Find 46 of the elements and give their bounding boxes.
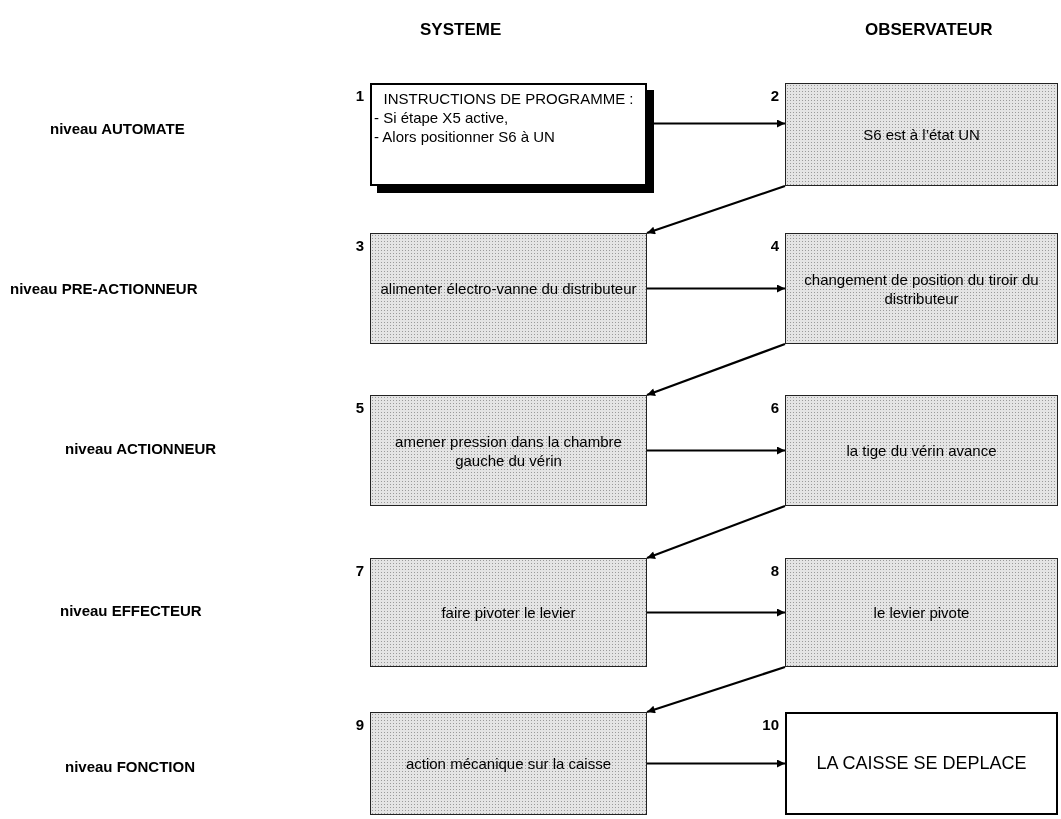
process-box [370,558,647,667]
step-number: 10 [761,716,779,733]
arrow [647,446,785,455]
level-label: niveau FONCTION [65,758,195,775]
arrow [646,184,786,235]
process-box [785,558,1058,667]
process-box [785,395,1058,506]
step-number: 5 [354,399,364,416]
arrow [647,608,785,617]
step-number: 2 [769,87,779,104]
box-text: action mécanique sur la caisse [404,754,613,773]
list-item: - Alors positionner S6 à UN [373,127,556,146]
box-text: faire pivoter le levier [440,603,577,622]
box-text: alimenter électro-vanne du distributeur [379,279,638,298]
column-header: SYSTEME [420,20,502,40]
box-text: la tige du vérin avance [845,441,998,460]
box-heading: INSTRUCTIONS DE PROGRAMME : [382,89,635,108]
process-box [370,712,647,815]
list-item: - Si étape X5 active, [373,108,510,127]
step-number: 7 [354,562,364,579]
process-box [785,712,1058,815]
column-header: OBSERVATEUR [865,20,993,40]
step-number: 6 [769,399,779,416]
box-text: S6 est à l’état UN [862,125,981,144]
process-box [370,233,647,344]
level-label: niveau AUTOMATE [50,120,185,137]
box-text: le levier pivote [872,603,971,622]
step-number: 3 [354,237,364,254]
arrow [646,504,786,560]
box-text: changement de position du tiroir du distributeur [803,269,1040,308]
step-number: 4 [769,237,779,254]
process-box [785,233,1058,344]
arrow [647,284,785,293]
level-label: niveau PRE-ACTIONNEUR [10,280,198,297]
step-number: 9 [354,716,364,733]
box-text: amener pression dans la chambre gauche du vérin [394,431,623,470]
level-label: niveau EFFECTEUR [60,602,202,619]
arrow [647,759,785,768]
level-label: niveau ACTIONNEUR [65,440,217,457]
arrow [646,665,786,714]
arrow [646,342,786,397]
process-box [785,83,1058,186]
box-text: LA CAISSE SE DEPLACE [815,754,1028,773]
step-number: 1 [354,87,364,104]
process-box [370,395,647,506]
step-number: 8 [769,562,779,579]
